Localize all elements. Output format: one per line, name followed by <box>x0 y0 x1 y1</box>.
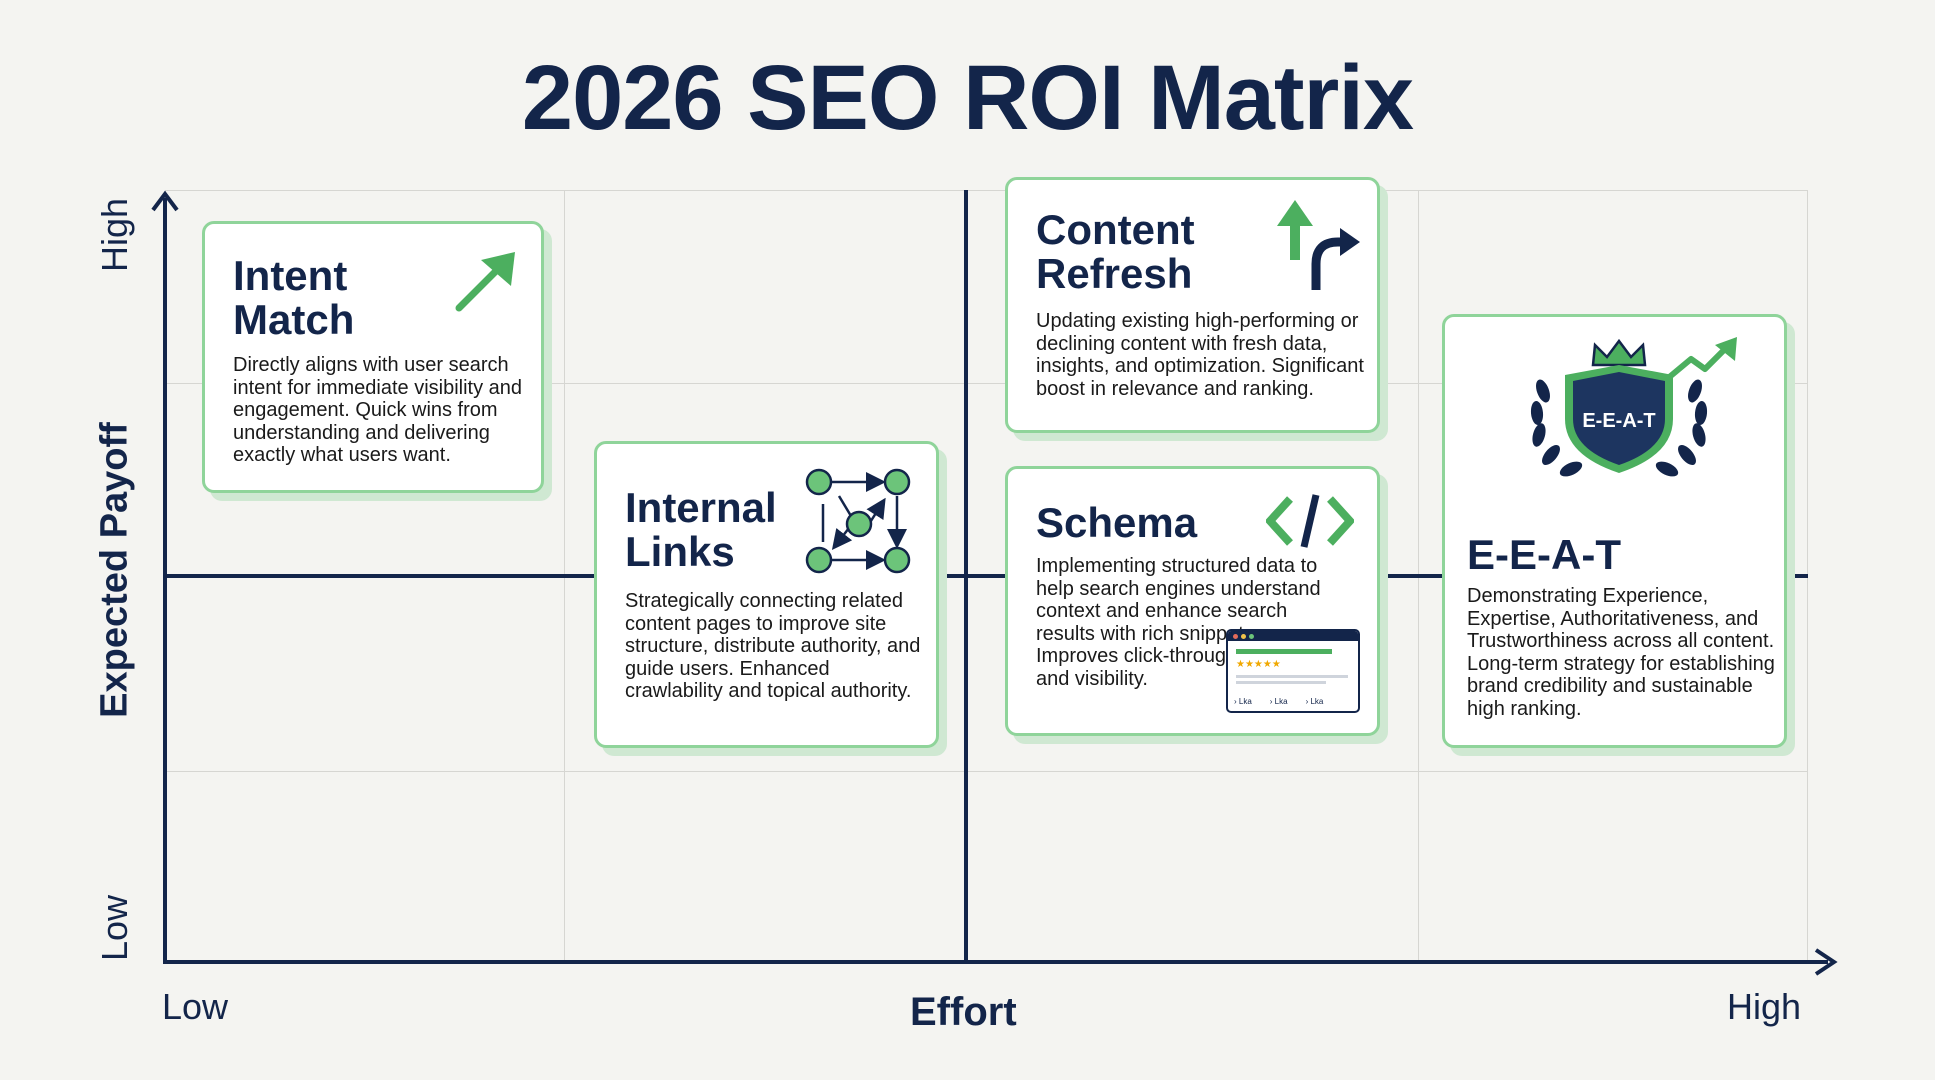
refresh-arrows-icon <box>1277 200 1360 290</box>
card-schema: Schema Implementing structured data to h… <box>1005 466 1380 736</box>
card-description: Directly aligns with user search intent … <box>233 354 523 466</box>
code-brackets-icon <box>1266 494 1354 548</box>
browser-bar <box>1228 631 1358 641</box>
page-title: 2026 SEO ROI Matrix <box>521 47 1414 149</box>
card-description: Implementing structured data to help sea… <box>1036 555 1321 690</box>
y-axis-title: Expected Payoff <box>93 422 136 718</box>
card-eeat: E-E-A-T E-E-A-T Demonstrating Experience… <box>1442 314 1787 748</box>
grid-line-horizontal <box>166 771 1807 772</box>
snippet-link: › Lka <box>1269 697 1288 706</box>
quadrant-divider-horizontal <box>165 574 1808 578</box>
snippet-stars: ★★★★★ <box>1236 659 1281 670</box>
snippet-link: › Lka <box>1305 697 1324 706</box>
y-axis <box>163 198 167 964</box>
snippet-text-line <box>1236 681 1326 684</box>
rich-snippet-preview-icon: ★★★★★ › Lka › Lka › Lka <box>1226 629 1360 713</box>
shield-badge-text: E-E-A-T <box>1582 410 1655 432</box>
snippet-title-bar <box>1236 649 1332 654</box>
card-description: Demonstrating Experience, Expertise, Aut… <box>1467 585 1775 720</box>
x-axis-low-label: Low <box>162 986 229 1027</box>
link-network-icon <box>805 468 911 574</box>
card-description: Updating existing high-performing or dec… <box>1036 310 1364 400</box>
snippet-text-line <box>1236 675 1348 678</box>
card-description: Strategically connecting related content… <box>625 590 921 702</box>
x-axis-high-label: High <box>1727 986 1802 1027</box>
card-title: Schema <box>1036 499 1198 546</box>
grid-line-horizontal <box>166 383 1807 384</box>
x-axis <box>163 960 1828 964</box>
snippet-link: › Lka <box>1234 697 1252 706</box>
x-axis-arrow-icon <box>1814 948 1838 976</box>
card-title: E-E-A-T <box>1467 531 1621 578</box>
eeat-shield-icon: E-E-A-T <box>1530 337 1737 477</box>
snippet-links: › Lka › Lka › Lka <box>1234 697 1323 706</box>
y-axis-high-label: High <box>94 197 135 273</box>
y-axis-low-label: Low <box>94 894 135 962</box>
trend-up-arrow-icon <box>455 252 515 312</box>
x-axis-title: Effort <box>910 990 1017 1034</box>
y-axis-arrow-icon <box>151 190 179 212</box>
